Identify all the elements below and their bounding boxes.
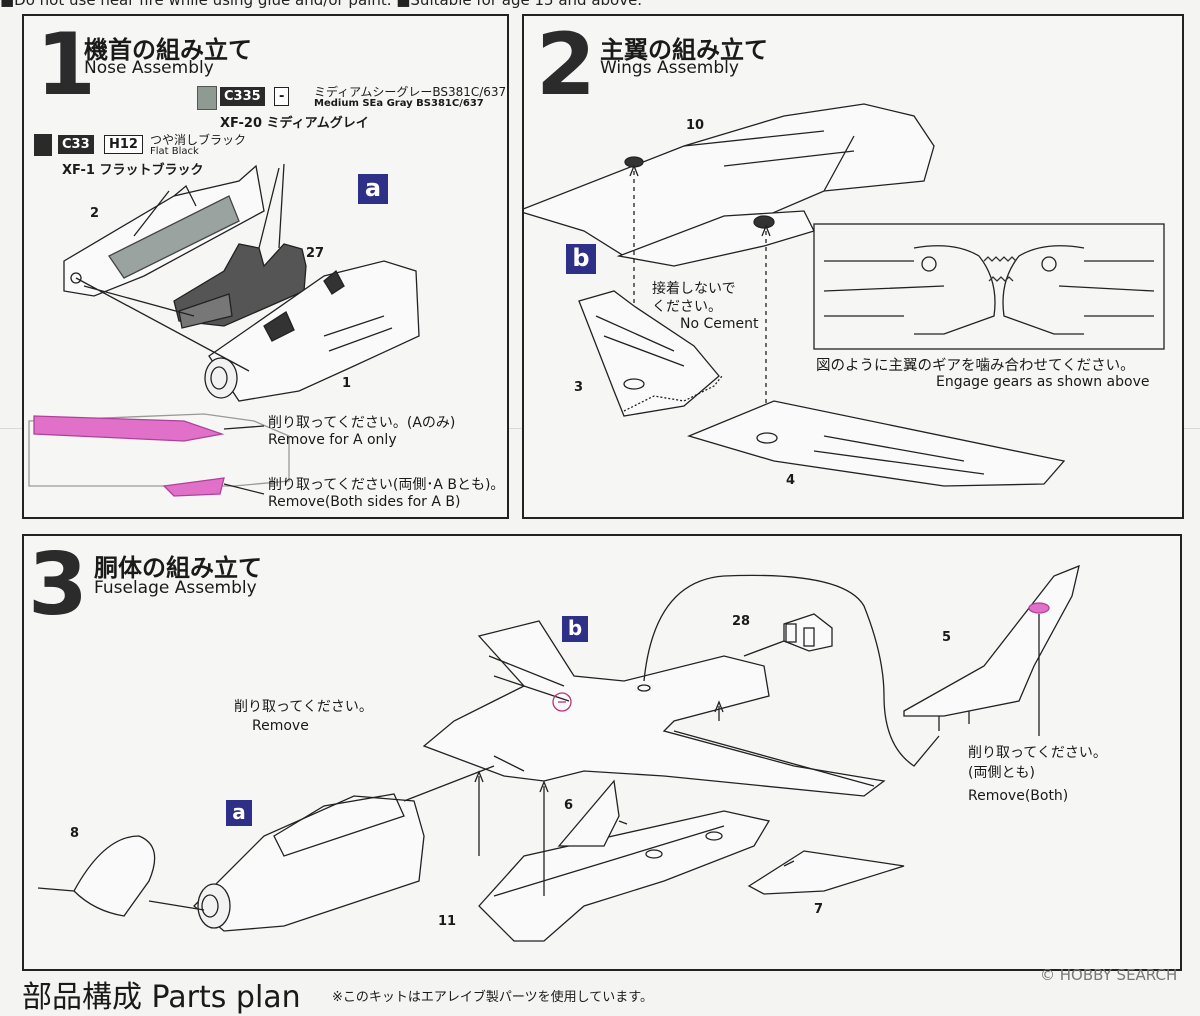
gray-paint-code1: C335 xyxy=(220,87,265,106)
step3-title-en: Fuselage Assembly xyxy=(94,578,257,598)
step1-panel: 1 機首の組み立て Nose Assembly C335 - ミディアムシーグレ… xyxy=(22,14,509,519)
step3-remove-jp: 削り取ってください。 xyxy=(234,699,373,715)
step2-panel: 2 主翼の組み立て Wings Assembly b xyxy=(522,14,1184,519)
step3-part-6: 6 xyxy=(564,798,574,813)
step3-part-11: 11 xyxy=(438,914,457,929)
black-paint-xf: XF-1 フラットブラック xyxy=(62,163,204,178)
step3-drawing xyxy=(37,564,1080,942)
step3-number: 3 xyxy=(28,535,88,635)
gray-paint-name-jp: ミディアムシーグレーBS381C/637 xyxy=(314,85,507,99)
black-paint-code1: C33 xyxy=(58,135,94,154)
step1-part-2: 2 xyxy=(90,206,100,221)
step3-remove-both-jp1: 削り取ってください。 xyxy=(968,745,1107,761)
step1-tag-a: a xyxy=(358,174,388,204)
step1-remove-a-jp: 削り取ってください。(Aのみ) xyxy=(268,415,456,431)
step1-title-en: Nose Assembly xyxy=(84,58,214,78)
step3-tag-a: a xyxy=(226,800,252,826)
step2-number: 2 xyxy=(536,15,596,115)
step2-gear-en: Engage gears as shown above xyxy=(936,374,1150,390)
step2-gear-jp: 図のように主翼のギアを噛み合わせてください。 xyxy=(816,358,1135,374)
step2-part-4: 4 xyxy=(786,473,796,488)
top-warning: ■Do not use near fire while using glue a… xyxy=(0,0,643,9)
black-paint-code2: H12 xyxy=(104,135,143,154)
step3-part-5: 5 xyxy=(942,630,952,645)
step2-no-cement-jp2: ください。 xyxy=(652,299,722,315)
step1-remove-ab-jp: 削り取ってください(両側･A Bとも)。 xyxy=(268,477,505,493)
gray-paint-swatch xyxy=(197,86,217,110)
step2-title-en: Wings Assembly xyxy=(600,58,739,78)
step1-part-1: 1 xyxy=(342,376,352,391)
step2-drawing xyxy=(524,103,1165,487)
step3-remove-both-jp2: (両側とも) xyxy=(968,765,1035,781)
step1-number: 1 xyxy=(36,15,96,115)
gray-paint-code2: - xyxy=(274,87,290,106)
black-paint-name-en: Flat Black xyxy=(150,146,199,157)
step2-no-cement-en: No Cement xyxy=(680,316,759,332)
step3-panel: 3 胴体の組み立て Fuselage Assembly b a xyxy=(22,534,1182,971)
step3-part-7: 7 xyxy=(814,902,824,917)
step3-title-jp: 胴体の組み立て xyxy=(94,554,262,582)
black-paint-swatch xyxy=(34,134,52,156)
step3-tag-b: b xyxy=(562,616,588,642)
step2-tag-b: b xyxy=(566,244,596,274)
parts-plan-title: 部品構成 Parts plan xyxy=(22,980,301,1015)
step2-title-jp: 主翼の組み立て xyxy=(600,36,768,64)
step3-remove-en: Remove xyxy=(252,718,309,734)
step2-part-3: 3 xyxy=(574,380,584,395)
step3-part-28: 28 xyxy=(732,614,751,629)
step1-drawing xyxy=(28,163,420,497)
step1-remove-a-en: Remove for A only xyxy=(268,432,397,448)
step1-remove-ab-en: Remove(Both sides for A B) xyxy=(268,494,461,510)
gray-paint-name-en: Medium SEa Gray BS381C/637 xyxy=(314,98,484,109)
step3-remove-both-en: Remove(Both) xyxy=(968,788,1069,804)
step1-title-jp: 機首の組み立て xyxy=(84,36,252,64)
gray-paint-xf: XF-20 ミディアムグレイ xyxy=(220,116,369,131)
step2-part-10: 10 xyxy=(686,118,705,133)
step3-part-8: 8 xyxy=(70,826,80,841)
step2-no-cement-jp1: 接着しないで xyxy=(652,281,736,297)
black-paint-name-jp: つや消しブラック xyxy=(150,133,247,147)
watermark: © HOBBY SEARCH xyxy=(1040,966,1178,984)
step1-part-27: 27 xyxy=(306,246,325,261)
